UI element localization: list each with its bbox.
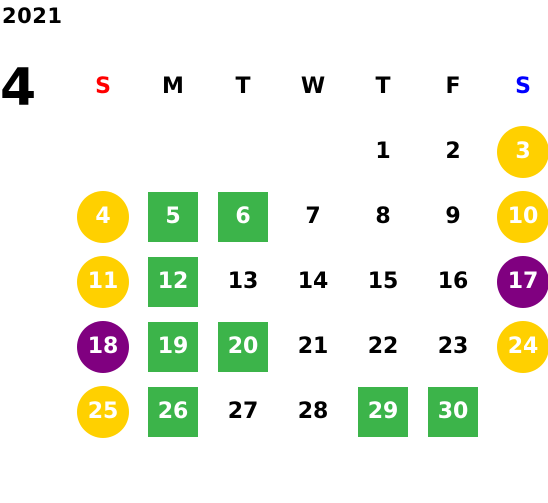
day-circle-yellow: 10 [497,190,548,243]
day-circle-yellow: 11 [77,255,129,308]
day-cell[interactable]: 16 [418,249,488,314]
day-cell [68,119,138,184]
day-circle-purple: 17 [497,255,548,308]
week-row: 1 2 3 [68,119,548,184]
day-cell[interactable]: 18 [68,314,138,379]
week-row: 11 12 13 14 15 16 17 [68,249,548,314]
day-number: 14 [297,269,329,294]
day-number: 28 [297,399,329,424]
day-circle-yellow: 24 [497,320,548,373]
day-circle-yellow: 25 [77,385,129,438]
day-cell[interactable]: 27 [208,379,278,444]
day-square-green: 12 [148,256,198,307]
weekday-header: W [300,74,326,99]
day-number: 15 [367,269,399,294]
day-cell[interactable]: 23 [418,314,488,379]
day-square-green: 6 [218,191,268,242]
day-square-green: 20 [218,321,268,372]
week-row: 25 26 27 28 29 30 [68,379,548,444]
day-cell[interactable]: 29 [348,379,418,444]
day-cell[interactable]: 11 [68,249,138,314]
day-circle-purple: 18 [77,320,129,373]
month-number: 4 [0,58,37,118]
day-cell [278,119,348,184]
day-cell[interactable]: 5 [138,184,208,249]
day-circle-yellow: 4 [77,190,129,243]
day-cell[interactable]: 19 [138,314,208,379]
day-number: 13 [227,269,259,294]
day-cell[interactable]: 28 [278,379,348,444]
weekday-header: T [235,74,251,99]
day-square-green: 19 [148,321,198,372]
weekday-header: T [375,74,391,99]
day-cell[interactable]: 21 [278,314,348,379]
day-number: 8 [375,204,391,229]
day-cell[interactable]: 7 [278,184,348,249]
day-number: 7 [305,204,321,229]
day-number: 21 [297,334,329,359]
day-cell[interactable]: 17 [488,249,548,314]
day-cell[interactable]: 8 [348,184,418,249]
day-cell[interactable]: 14 [278,249,348,314]
day-cell [488,379,548,444]
day-cell[interactable]: 13 [208,249,278,314]
day-cell[interactable]: 25 [68,379,138,444]
day-cell[interactable]: 22 [348,314,418,379]
week-row: 18 19 20 21 22 23 24 [68,314,548,379]
day-cell[interactable]: 26 [138,379,208,444]
day-number: 27 [227,399,259,424]
day-number: 22 [367,334,399,359]
day-cell[interactable]: 9 [418,184,488,249]
day-cell[interactable]: 10 [488,184,548,249]
day-square-green: 29 [358,386,408,437]
day-cell [208,119,278,184]
day-number: 23 [437,334,469,359]
day-number: 9 [445,204,461,229]
day-number: 16 [437,269,469,294]
day-square-green: 30 [428,386,478,437]
day-cell [138,119,208,184]
year-label: 2021 [2,4,63,28]
weekday-header: F [445,74,461,99]
day-number: 1 [375,139,391,164]
day-cell[interactable]: 4 [68,184,138,249]
day-circle-yellow: 3 [497,125,548,178]
day-cell[interactable]: 12 [138,249,208,314]
day-cell[interactable]: 1 [348,119,418,184]
day-cell[interactable]: 20 [208,314,278,379]
day-cell[interactable]: 6 [208,184,278,249]
day-cell[interactable]: 2 [418,119,488,184]
day-cell[interactable]: 3 [488,119,548,184]
day-number: 2 [445,139,461,164]
day-square-green: 26 [148,386,198,437]
weekday-header: S [95,74,111,99]
weekday-header: S [515,74,531,99]
day-cell[interactable]: 30 [418,379,488,444]
day-cell[interactable]: 24 [488,314,548,379]
day-cell[interactable]: 15 [348,249,418,314]
day-square-green: 5 [148,191,198,242]
weekday-header: M [162,74,184,99]
